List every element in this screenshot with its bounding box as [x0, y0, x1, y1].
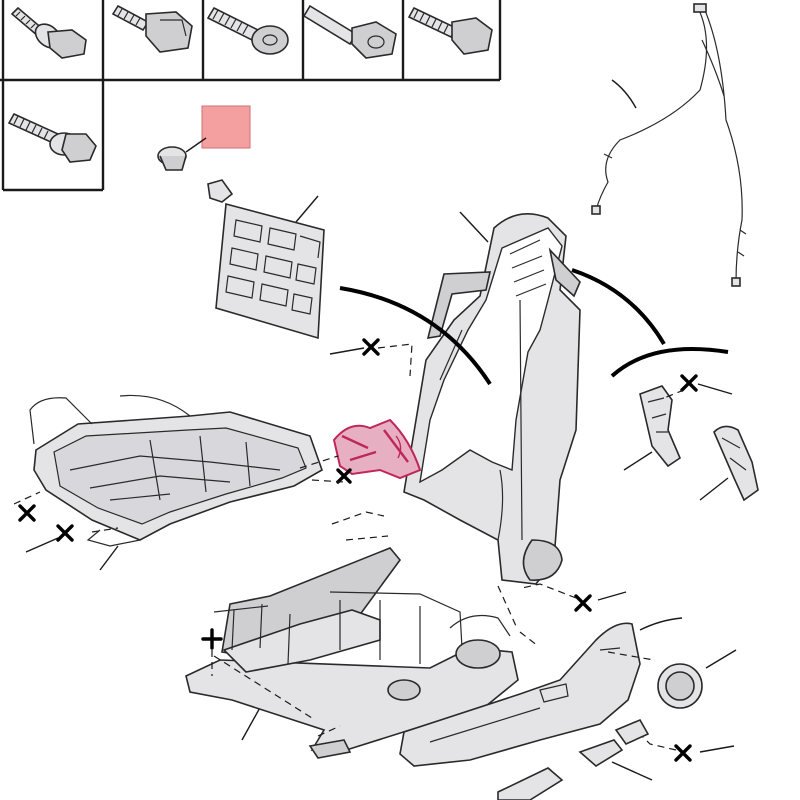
- fastener-cross-3b: [56, 524, 74, 542]
- fastener-plus-30: [201, 628, 223, 650]
- clip-part-7: [157, 146, 234, 203]
- fastener-cross-3a: [18, 504, 36, 522]
- seatback-frame-4: [403, 212, 581, 585]
- indicator-arc-left: [339, 286, 492, 386]
- seat-cushion-pan-2: [29, 394, 323, 547]
- shoulder-bolt-icon: [302, 4, 397, 59]
- recliner-handle-11: [639, 385, 681, 468]
- seat-rail-adjuster-1: [185, 547, 519, 759]
- fastener-cross-13: [680, 374, 698, 392]
- highlight-box-7: [201, 105, 251, 149]
- threaded-screw-icon: [206, 6, 289, 55]
- indicator-arc-right-upper: [571, 268, 666, 346]
- fastener-cross-8: [362, 338, 380, 356]
- flange-bolt-icon: [10, 6, 87, 59]
- wire-harness-10: [591, 3, 747, 287]
- adjustment-knob-15: [657, 663, 703, 709]
- side-trim-cover-20: [399, 622, 641, 767]
- indicator-arc-right-lower: [610, 347, 729, 378]
- trim-clip-16: [497, 718, 650, 800]
- fastener-grid: [0, 0, 502, 192]
- fastener-cross-5-upper: [336, 468, 352, 484]
- recliner-handle-12: [713, 425, 759, 502]
- harness-connector-5: [332, 418, 422, 480]
- flange-bolt-30-icon: [7, 112, 97, 163]
- hex-bolt-icon: [111, 4, 193, 53]
- fastener-cross-17: [674, 744, 692, 762]
- fastener-cross-5-lower: [574, 594, 592, 612]
- hex-bolt-small-icon: [407, 6, 493, 55]
- lumbar-support-mat-6: [215, 202, 325, 340]
